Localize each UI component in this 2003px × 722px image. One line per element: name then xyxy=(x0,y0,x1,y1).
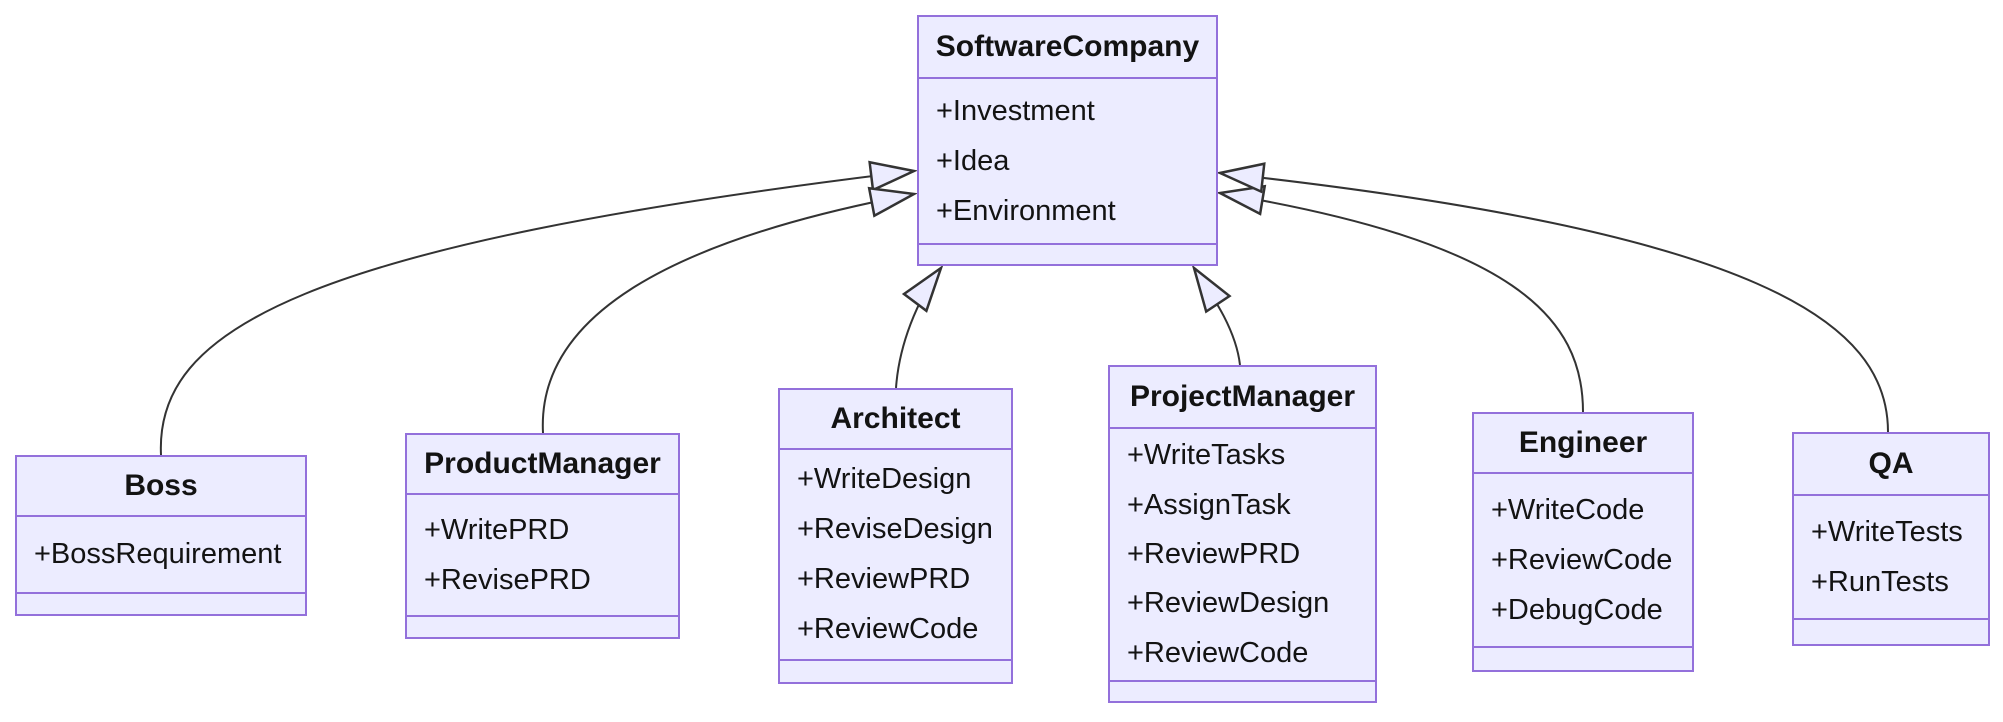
edge-qa-to-softwarecompany xyxy=(1220,173,1889,433)
class-attribute: +ReviseDesign xyxy=(797,513,993,545)
class-attribute: +ReviewCode xyxy=(1491,543,1673,576)
class-attribute: +BossRequirement xyxy=(34,538,282,570)
class-attribute: +RunTests xyxy=(1811,565,1949,598)
class-node-projectmanager: ProjectManager +WriteTasks +AssignTask +… xyxy=(1108,365,1377,703)
class-methods-empty xyxy=(1110,680,1375,701)
class-title: QA xyxy=(1868,447,1914,480)
class-methods-empty xyxy=(1474,646,1692,670)
class-attribute: +DebugCode xyxy=(1491,593,1663,626)
class-attribute: +WriteCode xyxy=(1491,493,1645,526)
class-methods-empty xyxy=(407,615,678,637)
class-attribute: +Investment xyxy=(936,94,1095,127)
class-title: ProductManager xyxy=(424,447,661,480)
class-attributes: +WritePRD +RevisePRD xyxy=(407,493,678,615)
class-attribute: +WritePRD xyxy=(424,513,570,546)
class-title: ProjectManager xyxy=(1129,380,1356,413)
edge-engineer-to-softwarecompany xyxy=(1220,193,1584,413)
class-node-productmanager: ProductManager +WritePRD +RevisePRD xyxy=(405,433,680,639)
class-methods-empty xyxy=(780,659,1011,682)
class-attribute: +WriteDesign xyxy=(797,463,972,495)
class-attribute: +ReviewCode xyxy=(797,613,979,645)
class-attributes: +WriteCode +ReviewCode +DebugCode xyxy=(1474,472,1692,646)
class-methods-empty xyxy=(1794,618,1988,644)
class-attribute: +Idea xyxy=(936,144,1010,177)
edge-boss-to-softwarecompany xyxy=(159,171,914,456)
class-title: Architect xyxy=(830,402,961,435)
class-attribute: +ReviewPRD xyxy=(1127,538,1301,570)
edge-architect-to-softwarecompany xyxy=(895,268,941,389)
class-attributes: +WriteTests +RunTests xyxy=(1794,494,1988,618)
class-title: Boss xyxy=(124,469,198,502)
class-node-engineer: Engineer +WriteCode +ReviewCode +DebugCo… xyxy=(1472,412,1694,672)
class-node-softwarecompany: SoftwareCompany +Investment +Idea +Envir… xyxy=(917,15,1218,266)
class-methods-empty xyxy=(17,592,305,614)
class-attributes: +BossRequirement xyxy=(17,515,305,592)
class-title: SoftwareCompany xyxy=(935,30,1200,63)
class-attribute: +ReviewCode xyxy=(1127,636,1309,669)
class-attributes: +Investment +Idea +Environment xyxy=(919,77,1216,243)
class-attribute: +ReviewDesign xyxy=(1127,587,1330,620)
class-node-qa: QA +WriteTests +RunTests xyxy=(1792,432,1990,646)
class-attribute: +RevisePRD xyxy=(424,563,591,596)
edge-projectmanager-to-softwarecompany xyxy=(1194,268,1241,366)
edge-productmanager-to-softwarecompany xyxy=(541,194,914,434)
class-attribute: +Environment xyxy=(936,194,1116,227)
class-methods-empty xyxy=(919,243,1216,264)
class-attribute: +WriteTests xyxy=(1811,515,1963,548)
class-node-boss: Boss +BossRequirement xyxy=(15,455,307,616)
class-node-architect: Architect +WriteDesign +ReviseDesign +Re… xyxy=(778,388,1013,684)
class-attributes: +WriteTasks +AssignTask +ReviewPRD +Revi… xyxy=(1110,427,1375,680)
class-attributes: +WriteDesign +ReviseDesign +ReviewPRD +R… xyxy=(780,448,1011,659)
class-attribute: +WriteTasks xyxy=(1127,439,1286,472)
class-attribute: +AssignTask xyxy=(1127,488,1291,521)
class-title: Engineer xyxy=(1518,426,1648,459)
class-attribute: +ReviewPRD xyxy=(797,563,971,595)
